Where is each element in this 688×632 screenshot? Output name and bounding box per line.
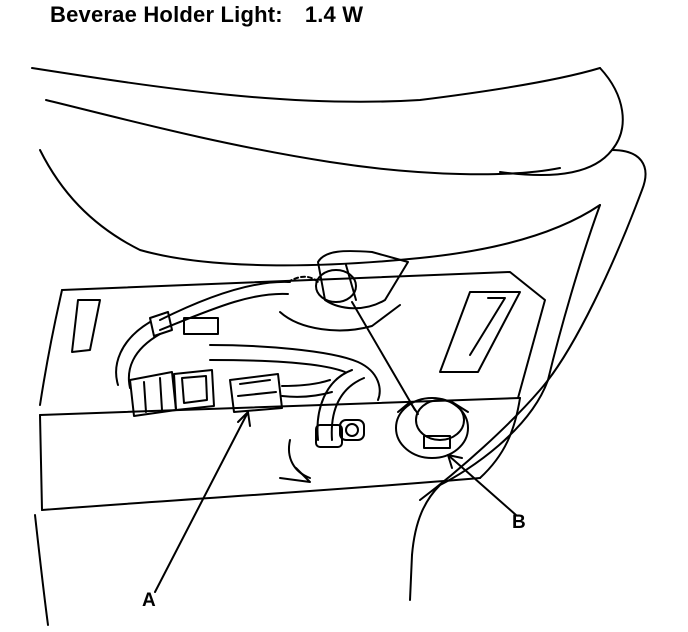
title-label: Beverae Holder Light:: [50, 2, 283, 27]
leader-b: [447, 454, 517, 516]
callout-a: A: [142, 590, 156, 611]
diagram-title: Beverae Holder Light: 1.4 W: [50, 2, 363, 28]
light-harness: [115, 275, 381, 401]
lens-b: [351, 301, 469, 459]
light-socket-opening: [279, 250, 409, 332]
console-panel: [34, 271, 546, 626]
dashboard-contour: [31, 67, 647, 556]
leader-a: [154, 411, 251, 593]
wattage-value: 1.4 W: [304, 2, 364, 27]
bulb-socket: [279, 369, 365, 483]
callout-b: B: [512, 512, 526, 533]
connector-a: [129, 369, 333, 417]
